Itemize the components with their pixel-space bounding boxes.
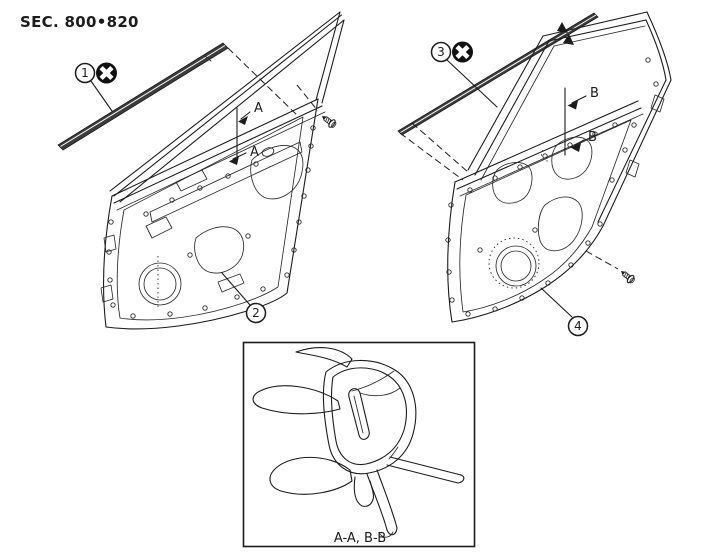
rear-door-assembly: 3 [397, 11, 672, 337]
weatherstrip-cross-section [252, 346, 465, 538]
front-door-illustration [100, 11, 345, 330]
section-label: SEC. 800•820 [20, 13, 139, 31]
rear-screw-icon [621, 271, 635, 284]
rear-molding-locator-line-1 [399, 132, 464, 181]
callout-2: 2 [221, 272, 267, 324]
front-molding-locator-line [227, 47, 300, 118]
detail-box-caption: A-A, B-B [334, 531, 386, 546]
rear-door-illustration [445, 11, 672, 323]
callout-4: 4 [540, 287, 589, 337]
callout-2-number: 2 [252, 306, 260, 320]
x-circle-icon [452, 41, 473, 63]
front-screw-icon [322, 116, 337, 128]
callout-3-number: 3 [437, 45, 445, 59]
front-belt-molding [57, 42, 229, 151]
callout-1: 1 [74, 62, 117, 112]
section-letter-B1: B [590, 86, 599, 101]
section-letter-A1: A [254, 101, 263, 116]
detail-box-frame [242, 341, 476, 548]
rear-door-bolt-holes [445, 57, 659, 317]
rear-molding-locator-line-2 [411, 122, 469, 173]
section-letter-B2: B [588, 130, 597, 145]
rear-screw-locator-line [585, 250, 619, 270]
callout-4-number: 4 [574, 319, 582, 333]
section-letter-A2: A [250, 145, 259, 160]
callout-3: 3 [430, 41, 498, 108]
section-line-B: B B [564, 86, 599, 156]
x-circle-icon [96, 62, 117, 84]
callout-1-number: 1 [81, 66, 89, 80]
front-door-assembly: 1 [57, 11, 345, 330]
section-line-A: A A [229, 101, 263, 165]
cross-section-detail-box: A-A, B-B [242, 341, 476, 548]
front-screw-locator-line [296, 84, 319, 112]
front-door-bolt-holes [106, 125, 316, 319]
